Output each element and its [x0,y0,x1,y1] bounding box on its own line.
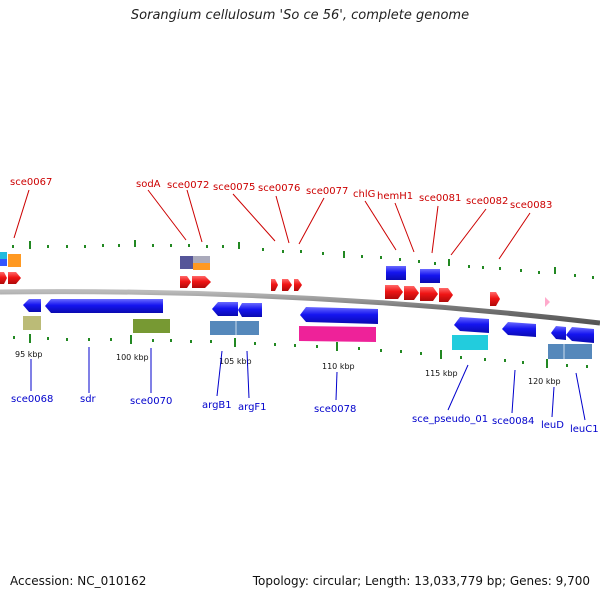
label-sce0077: sce0077 [306,186,348,197]
feature-orange-left [8,254,21,267]
label-argB1: argB1 [202,400,232,411]
label-hemH1: hemH1 [377,191,413,202]
gene-hemH1 [404,286,419,300]
gene-sce0067 [0,272,7,284]
feature-orange [193,263,210,270]
feature-purple [180,256,193,269]
gene-sce0068 [23,299,41,312]
gene-sce_pseudo_01 [454,317,489,333]
gene-sce0067b [8,272,21,284]
label-sce0070: sce0070 [130,396,172,407]
gene-sce0082 [439,288,453,302]
label-sce0076: sce0076 [258,183,300,194]
feature-steelblue [210,321,259,335]
gene-sdr [45,299,163,313]
gene-sodA [180,276,191,288]
label-chlG: chlG [353,189,375,200]
label-sce0083: sce0083 [510,200,552,211]
gene-sce0076 [282,279,292,291]
scale-label-110kbp: 110 kbp [322,362,355,371]
gene-leuC1 [566,327,594,343]
scale-label-105kbp: 105 kbp [219,357,252,366]
label-sce0081: sce0081 [419,193,461,204]
label-sce0068: sce0068 [11,394,53,405]
lower-tick-marks [13,334,588,368]
scale-label-95kbp: 95 kbp [15,350,43,359]
gene-chlG [385,285,403,299]
accession-text: Accession: NC_010162 [10,574,147,588]
label-sce_pseudo_01: sce_pseudo_01 [412,414,488,425]
gene-argF1 [238,303,262,317]
gene-chlG-block [386,266,406,280]
scale-label-100kbp: 100 kbp [116,353,149,362]
gene-argB1 [212,302,238,316]
feature-blue-left [0,259,7,266]
gene-sce0077 [294,279,302,291]
label-sodA: sodA [136,179,161,190]
label-sce0082: sce0082 [466,196,508,207]
feature-pink-arrow [545,297,550,307]
label-leuD: leuD [541,420,564,431]
top-leader-lines [13,189,531,260]
map-title: Sorangium cellulosum 'So ce 56', complet… [130,8,470,23]
label-sdr: sdr [80,394,97,405]
upper-tick-marks [12,240,594,279]
gene-leuD [551,326,566,340]
bottom-labels: sce0068 sdr sce0070 argB1 argF1 sce0078 … [11,394,599,435]
feature-olive [133,319,170,333]
feature-steelblue-right [548,344,592,359]
gene-sce0075 [271,279,278,291]
feature-grey [193,256,210,263]
scale-label-115kbp: 115 kbp [425,369,458,378]
label-sce0067: sce0067 [10,177,52,188]
reverse-genes [23,299,594,359]
scale-labels: 95 kbp 100 kbp 105 kbp 110 kbp 115 kbp 1… [15,350,561,386]
label-argF1: argF1 [238,402,267,413]
bottom-leader-lines [30,347,586,421]
label-sce0084: sce0084 [492,416,534,427]
genome-stats-text: Topology: circular; Length: 13,033,779 b… [252,574,590,588]
genome-backbone [0,289,600,326]
gene-sce0084 [502,322,536,337]
feature-khaki [23,316,41,330]
forward-genes [0,252,550,307]
feature-cyan-left [0,252,7,259]
feature-cyan [452,335,488,350]
gene-sce0081 [420,287,438,301]
gene-hemH1-block [420,269,440,283]
label-sce0072: sce0072 [167,180,209,191]
scale-label-120kbp: 120 kbp [528,377,561,386]
gene-sce0072 [192,276,211,288]
label-sce0078: sce0078 [314,404,356,415]
feature-magenta [299,326,376,342]
top-labels: sce0067 sodA sce0072 sce0075 sce0076 sce… [10,177,552,211]
gene-sce0078 [300,307,378,324]
gene-sce0083 [490,292,500,306]
label-sce0075: sce0075 [213,182,255,193]
label-leuC1: leuC1 [570,424,599,435]
